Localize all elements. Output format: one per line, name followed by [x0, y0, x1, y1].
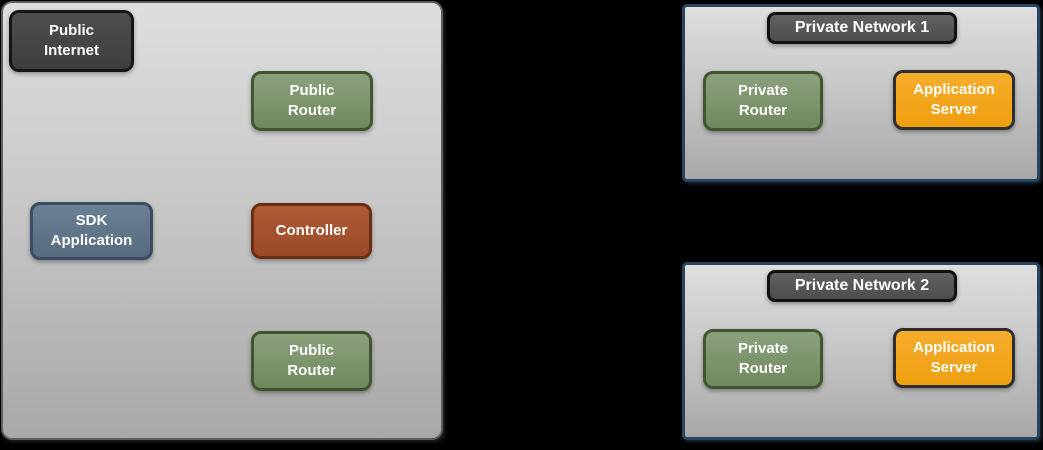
node-application-server-1: Application Server — [893, 70, 1015, 130]
private-network-1-zone: Private Network 1 Private Router Applica… — [682, 4, 1040, 182]
private-network-1-title: Private Network 1 — [767, 12, 957, 44]
node-public-router-bottom: Public Router — [251, 331, 372, 391]
node-application-server-2: Application Server — [893, 328, 1015, 388]
node-public-router-top: Public Router — [251, 71, 373, 131]
node-private-router-1: Private Router — [703, 71, 823, 131]
public-zone: Public Internet Public Router SDK Applic… — [1, 1, 443, 440]
node-controller: Controller — [251, 203, 372, 259]
node-private-router-2: Private Router — [703, 329, 823, 389]
private-network-2-title: Private Network 2 — [767, 270, 957, 302]
node-sdk-application: SDK Application — [30, 202, 153, 260]
node-public-internet: Public Internet — [9, 10, 134, 72]
private-network-2-zone: Private Network 2 Private Router Applica… — [682, 262, 1040, 440]
